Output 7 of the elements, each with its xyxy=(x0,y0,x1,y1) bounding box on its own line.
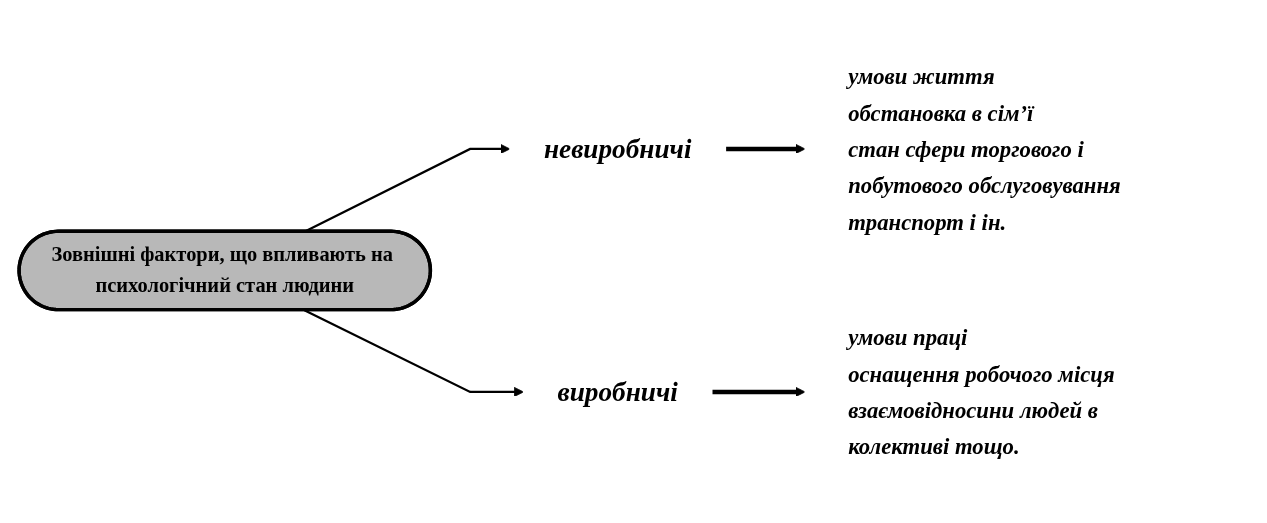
node-text: умови життя обстановка в сім’ї стан сфери торгового і побутового обслуговування транспорт і ін. xyxy=(848,63,1121,235)
arrow xyxy=(711,387,806,398)
node-text: умови праці оснащення робочого місця взаємовідносини людей в колективі тощо. xyxy=(848,325,1115,460)
node-text: виробничі xyxy=(557,377,678,407)
arrow xyxy=(725,144,806,155)
node-text: невиробничі xyxy=(543,134,692,164)
arrow xyxy=(303,309,524,398)
